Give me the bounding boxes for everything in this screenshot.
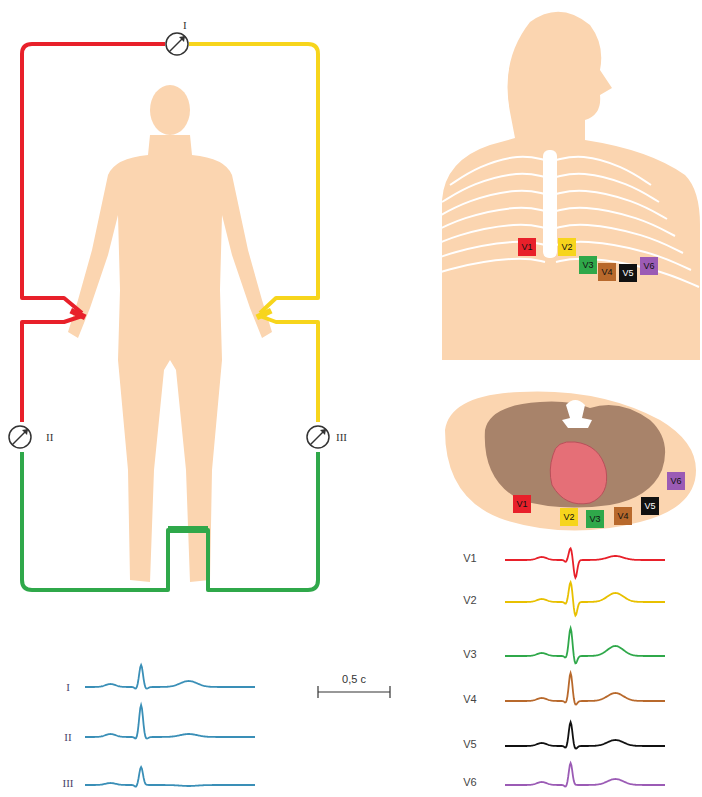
electrode-label: V2 xyxy=(563,513,574,522)
wrist-electrode xyxy=(255,308,272,320)
electrode: V3 xyxy=(579,256,597,274)
electrode: V2 xyxy=(558,238,576,256)
electrode-label: V2 xyxy=(561,243,572,252)
electrode-label: V5 xyxy=(644,502,655,511)
rib xyxy=(556,157,651,185)
lead-number: II xyxy=(46,432,53,443)
electrode: V3 xyxy=(586,510,604,528)
electrode: V6 xyxy=(640,257,658,275)
trace-label: II xyxy=(64,732,71,743)
ecg-trace xyxy=(505,582,665,615)
electrode: V6 xyxy=(667,472,685,490)
ecg-trace xyxy=(505,628,665,663)
electrode-label: V5 xyxy=(622,269,633,278)
scale-label: 0,5 c xyxy=(342,674,366,685)
electrode: V1 xyxy=(513,495,531,513)
ecg-trace xyxy=(85,705,255,739)
galvanometer: I xyxy=(164,31,190,57)
galvanometer-symbol xyxy=(305,424,331,450)
electrode: V1 xyxy=(518,238,536,256)
sternum xyxy=(543,150,557,258)
electrode: V4 xyxy=(614,507,632,525)
electrode: V5 xyxy=(619,264,637,282)
electrode-label: V1 xyxy=(516,500,527,509)
rib xyxy=(442,174,545,202)
chest-cross-section xyxy=(445,392,696,531)
ecg-trace xyxy=(505,722,665,748)
electrode-label: V4 xyxy=(617,512,628,521)
ecg-trace xyxy=(85,665,255,689)
electrode: V2 xyxy=(560,508,578,526)
electrode-label: V4 xyxy=(601,268,612,277)
trace-label: V6 xyxy=(463,777,476,788)
rib xyxy=(402,259,545,287)
ecg-trace xyxy=(505,548,665,577)
electrode-label: V6 xyxy=(670,477,681,486)
rib xyxy=(450,157,545,185)
vertebra xyxy=(562,400,592,428)
lead-wires xyxy=(22,44,318,590)
rib xyxy=(556,174,659,202)
trace-label: V4 xyxy=(463,694,476,705)
electrode: V5 xyxy=(641,497,659,515)
rib xyxy=(556,208,675,236)
ecg-trace xyxy=(85,767,255,787)
trace-label: V3 xyxy=(463,649,476,660)
galvanometer-symbol xyxy=(7,424,33,450)
scale-bar xyxy=(318,686,390,698)
ecg-trace xyxy=(505,763,665,787)
torso xyxy=(442,12,700,360)
trace-label: V1 xyxy=(463,553,476,564)
electrode-label: V3 xyxy=(582,261,593,270)
lead-number: III xyxy=(336,432,347,443)
trace-label: III xyxy=(63,778,74,789)
electrode: V4 xyxy=(598,263,616,281)
trace-label: V2 xyxy=(463,595,476,606)
rib xyxy=(426,208,545,236)
lead-number: I xyxy=(183,20,187,31)
electrode-label: V3 xyxy=(589,515,600,524)
rib xyxy=(556,191,667,219)
wrist-electrode xyxy=(69,308,86,320)
ecg-trace xyxy=(505,673,665,704)
rib xyxy=(556,259,699,287)
rib xyxy=(434,191,545,219)
galvanometer-symbol xyxy=(164,31,190,57)
electrode-label: V1 xyxy=(521,243,532,252)
trace-label: I xyxy=(66,682,70,693)
electrode-label: V6 xyxy=(643,262,654,271)
trace-label: V5 xyxy=(463,739,476,750)
ecg-traces xyxy=(85,548,665,786)
ankle-electrode xyxy=(168,526,208,533)
galvanometer: II xyxy=(7,424,33,450)
human-figure xyxy=(68,85,272,582)
galvanometer: III xyxy=(305,424,331,450)
